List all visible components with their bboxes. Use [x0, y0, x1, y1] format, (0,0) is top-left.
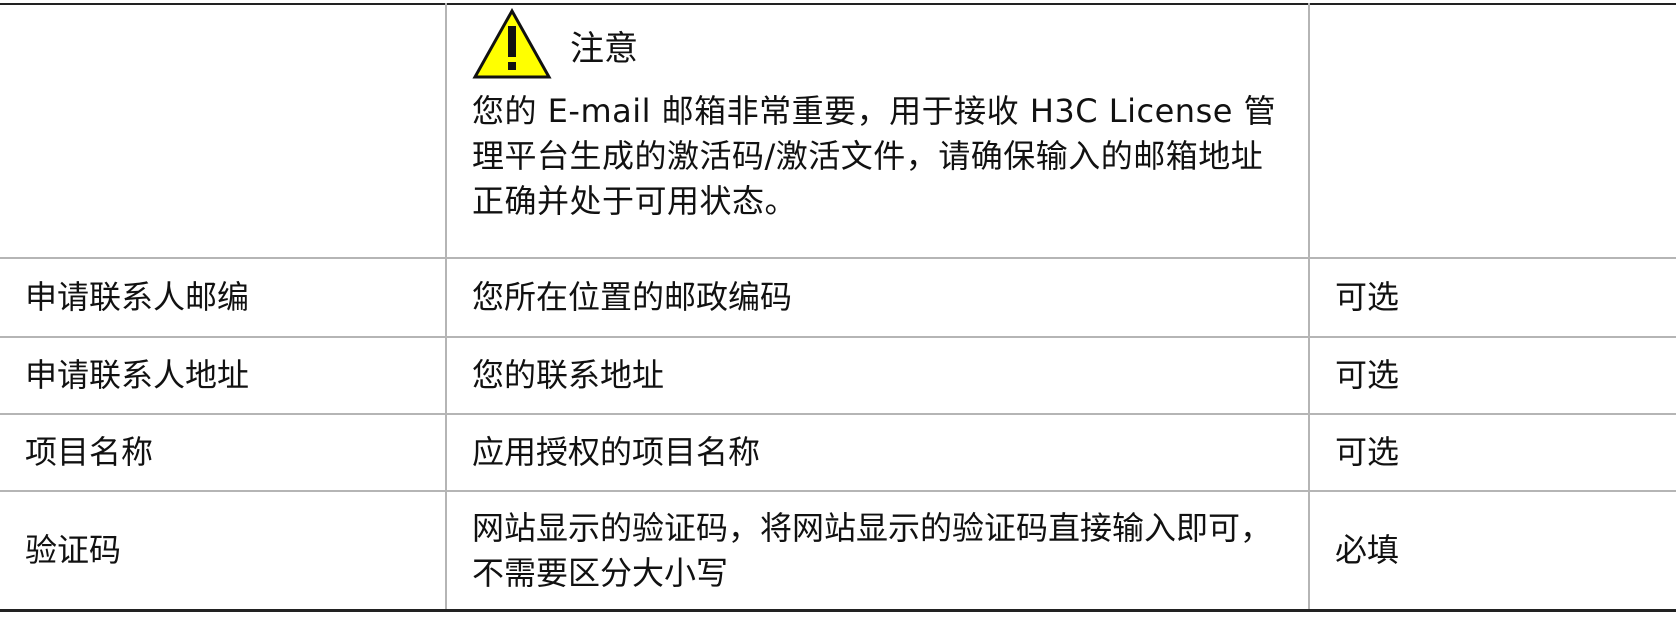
table-row: 申请联系人邮编 您所在位置的邮政编码 可选: [0, 257, 1676, 337]
description-cell: 您的联系地址: [445, 336, 1310, 414]
requirement-cell: 可选: [1308, 413, 1676, 491]
description-cell: 网站显示的验证码，将网站显示的验证码直接输入即可，不需要区分大小写: [445, 490, 1310, 612]
notice-cell: 注意 您的 E-mail 邮箱非常重要，用于接收 H3C License 管理平…: [445, 3, 1310, 258]
table-row: 验证码 网站显示的验证码，将网站显示的验证码直接输入即可，不需要区分大小写 必填: [0, 490, 1676, 612]
requirement-cell: 可选: [1308, 257, 1676, 337]
notice-row: 注意 您的 E-mail 邮箱非常重要，用于接收 H3C License 管理平…: [0, 3, 1676, 258]
notice-text: 您的 E-mail 邮箱非常重要，用于接收 H3C License 管理平台生成…: [472, 92, 1277, 220]
description-cell: 应用授权的项目名称: [445, 413, 1310, 491]
field-name-cell: 项目名称: [0, 413, 447, 491]
notice-title: 注意: [570, 29, 638, 69]
field-name-cell: 申请联系人地址: [0, 336, 447, 414]
field-name-cell: 申请联系人邮编: [0, 257, 447, 337]
requirement-cell: 可选: [1308, 336, 1676, 414]
warning-triangle-icon: [472, 8, 552, 80]
field-name-cell: 验证码: [0, 490, 447, 612]
field-description-table: 注意 您的 E-mail 邮箱非常重要，用于接收 H3C License 管理平…: [0, 3, 1676, 612]
notice-header: 注意: [472, 7, 1288, 81]
notice-row-field-cell: [0, 3, 447, 258]
table-row: 项目名称 应用授权的项目名称 可选: [0, 413, 1676, 491]
description-cell: 您所在位置的邮政编码: [445, 257, 1310, 337]
requirement-cell: 必填: [1308, 490, 1676, 612]
table-row: 申请联系人地址 您的联系地址 可选: [0, 336, 1676, 414]
notice-row-requirement-cell: [1308, 3, 1676, 258]
